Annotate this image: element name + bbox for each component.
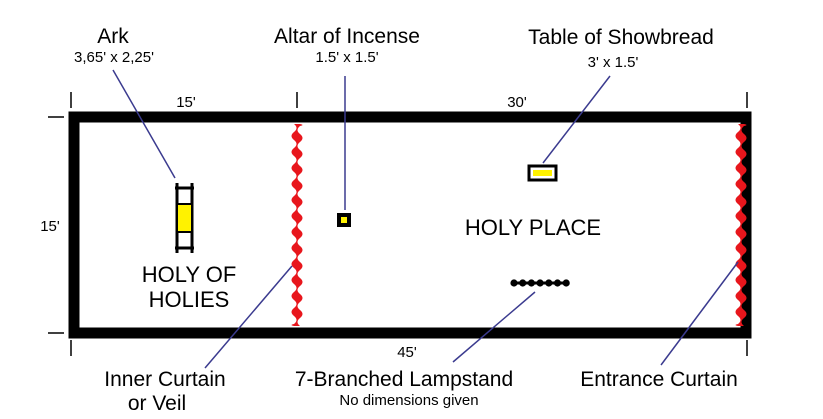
lamp-bulb <box>510 279 518 287</box>
lamp-bulb <box>553 279 562 287</box>
table-size: 3' x 1.5' <box>588 54 639 71</box>
lamp-bulb <box>519 279 527 287</box>
leader-lampstand <box>452 291 536 363</box>
ark-icon <box>175 183 194 253</box>
lamp-bulb <box>562 279 570 287</box>
dimension-height: 15' <box>40 218 60 235</box>
leader-table <box>542 75 611 164</box>
lampstand-icon <box>510 279 570 287</box>
holy-of-holies-label-line1: HOLY OF <box>142 262 237 287</box>
altar-size: 1.5' x 1.5' <box>315 49 378 66</box>
leader-lines <box>112 69 739 369</box>
holy-place-label: HOLY PLACE <box>465 215 601 240</box>
leader-inner-curtain <box>204 265 293 369</box>
table-title: Table of Showbread <box>528 26 714 49</box>
inner-curtain-title: Inner Curtain <box>104 368 225 391</box>
ark-size: 3,65' x 2,25' <box>74 49 154 66</box>
entrance-curtain <box>735 124 747 326</box>
dimension-holy-of-holies-width: 15' <box>176 94 196 111</box>
inner-curtain-veil <box>291 124 303 326</box>
altar-icon <box>337 213 351 227</box>
dimension-total-length: 45' <box>397 344 417 361</box>
lamp-bulb <box>536 279 544 287</box>
dimension-ticks <box>48 92 748 356</box>
entrance-curtain-title: Entrance Curtain <box>580 368 738 391</box>
inner-curtain-subtitle: or Veil <box>128 392 186 415</box>
tabernacle-walls <box>68 111 752 339</box>
leader-ark <box>112 69 176 179</box>
holy-of-holies-label-line2: HOLIES <box>149 287 230 312</box>
lampstand-title: 7-Branched Lampstand <box>295 368 513 391</box>
dimension-holy-place-width: 30' <box>507 94 527 111</box>
lampstand-note: No dimensions given <box>339 392 478 409</box>
altar-title: Altar of Incense <box>274 25 420 48</box>
lamp-bulb <box>545 279 553 287</box>
lamp-bulb <box>527 279 536 287</box>
ark-title: Ark <box>97 25 129 48</box>
leader-entrance-curtain <box>660 261 739 366</box>
table-icon <box>527 164 558 182</box>
